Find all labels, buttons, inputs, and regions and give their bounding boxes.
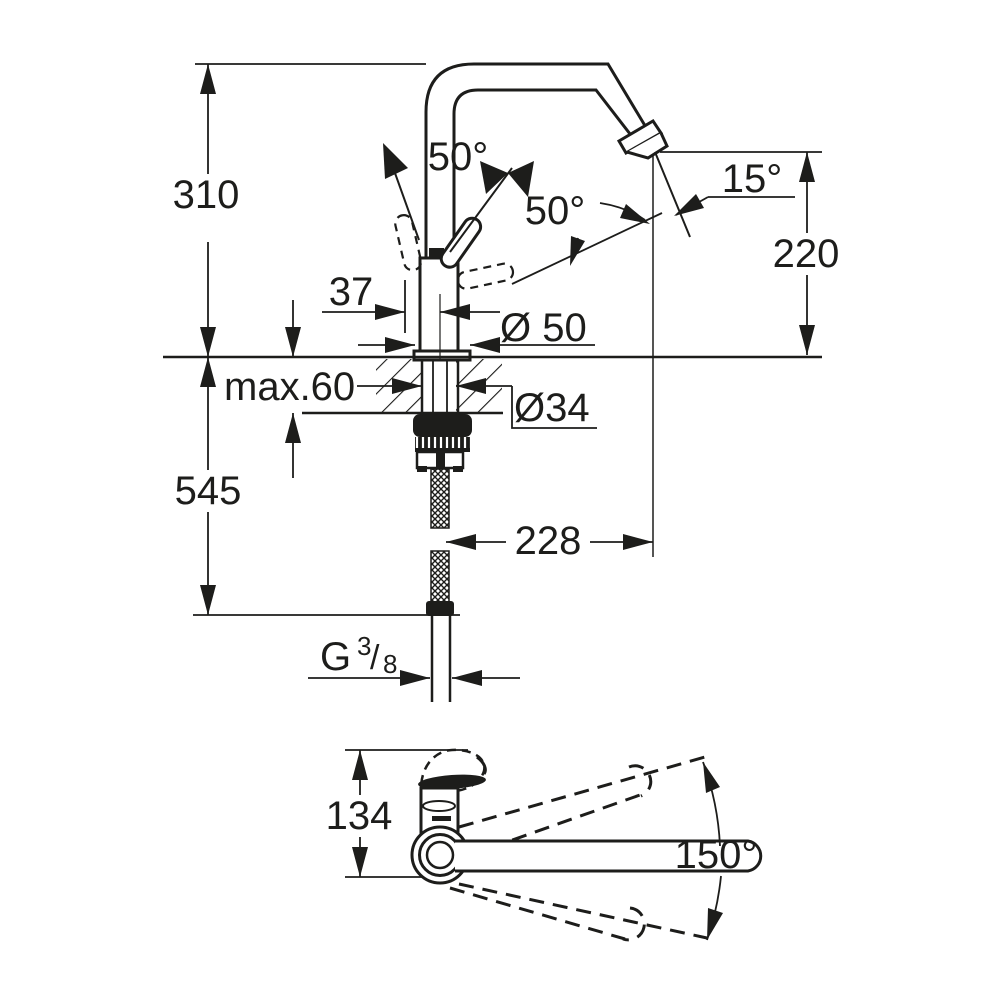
angle-15-label: 15°	[722, 157, 783, 201]
angle-50-back-label: 50°	[428, 135, 489, 179]
dim-228	[446, 534, 653, 550]
hose-fitting	[426, 601, 454, 616]
dim-15deg	[654, 151, 795, 238]
dim-220	[652, 151, 822, 557]
front-view	[163, 62, 822, 702]
lever-dashed-back	[394, 214, 423, 272]
dim-d50	[358, 337, 595, 353]
dim-310	[195, 63, 426, 357]
braided-hose-lower	[430, 550, 450, 603]
base-plate	[412, 349, 472, 362]
bracket-foot-left	[417, 466, 427, 472]
dim-g38	[308, 670, 520, 686]
thread-numerator: 3	[357, 631, 371, 661]
dim-228-label: 228	[515, 519, 582, 563]
labels: 310 545 max.60 37 Ø 50 Ø34 220 228 50° 5…	[173, 135, 840, 877]
body-dash	[432, 816, 451, 821]
under-counter-assembly	[413, 360, 472, 702]
braided-hose-upper	[430, 468, 450, 529]
faucet-body	[394, 214, 515, 362]
thread-denominator: 8	[383, 649, 397, 679]
dim-d34	[357, 378, 597, 429]
dim-d50-label: Ø 50	[500, 306, 587, 350]
lever-disc	[418, 774, 486, 790]
plan-faucet	[410, 748, 763, 885]
spout-outer-edge	[424, 62, 652, 258]
body-outline	[418, 256, 460, 354]
lever-knob-solid	[476, 755, 487, 775]
body-ring	[422, 800, 456, 812]
bracket-foot-right	[453, 466, 463, 472]
dim-50deg-back	[383, 143, 534, 253]
knurled-ring	[415, 437, 470, 452]
dim-37-label: 37	[329, 270, 374, 314]
thread-g-label: G	[320, 635, 351, 679]
lever-dashed-front	[456, 262, 515, 290]
aerator-band	[616, 118, 664, 156]
mounting-nut	[413, 414, 472, 437]
dim-max60	[285, 300, 301, 478]
spout-plan-bar	[455, 839, 763, 873]
dim-d34-label: Ø34	[514, 386, 590, 430]
dim-37	[322, 280, 500, 333]
dim-545-label: 545	[175, 469, 242, 513]
angle-50-front-label: 50°	[525, 189, 586, 233]
angle-150-label: 150°	[675, 833, 758, 877]
outlet-angle-line	[654, 151, 691, 238]
lever-pivot	[429, 248, 444, 258]
bracket-center	[436, 452, 445, 468]
spout-outline	[424, 62, 669, 258]
dim-150deg	[702, 761, 723, 941]
thread-slash: /	[370, 639, 380, 677]
dim-545	[193, 357, 460, 616]
dim-134-label: 134	[326, 794, 393, 838]
lever-solid	[439, 216, 483, 269]
top-view	[345, 748, 763, 942]
swivel-center-circle	[425, 840, 455, 870]
dim-220-label: 220	[773, 232, 840, 276]
spout-inner-edge	[452, 88, 639, 258]
dim-134	[345, 749, 468, 878]
spout-tip	[626, 132, 669, 160]
dim-max60-label: max.60	[224, 365, 355, 409]
dim-50deg-front	[511, 202, 663, 285]
dim-310-label: 310	[173, 173, 240, 217]
